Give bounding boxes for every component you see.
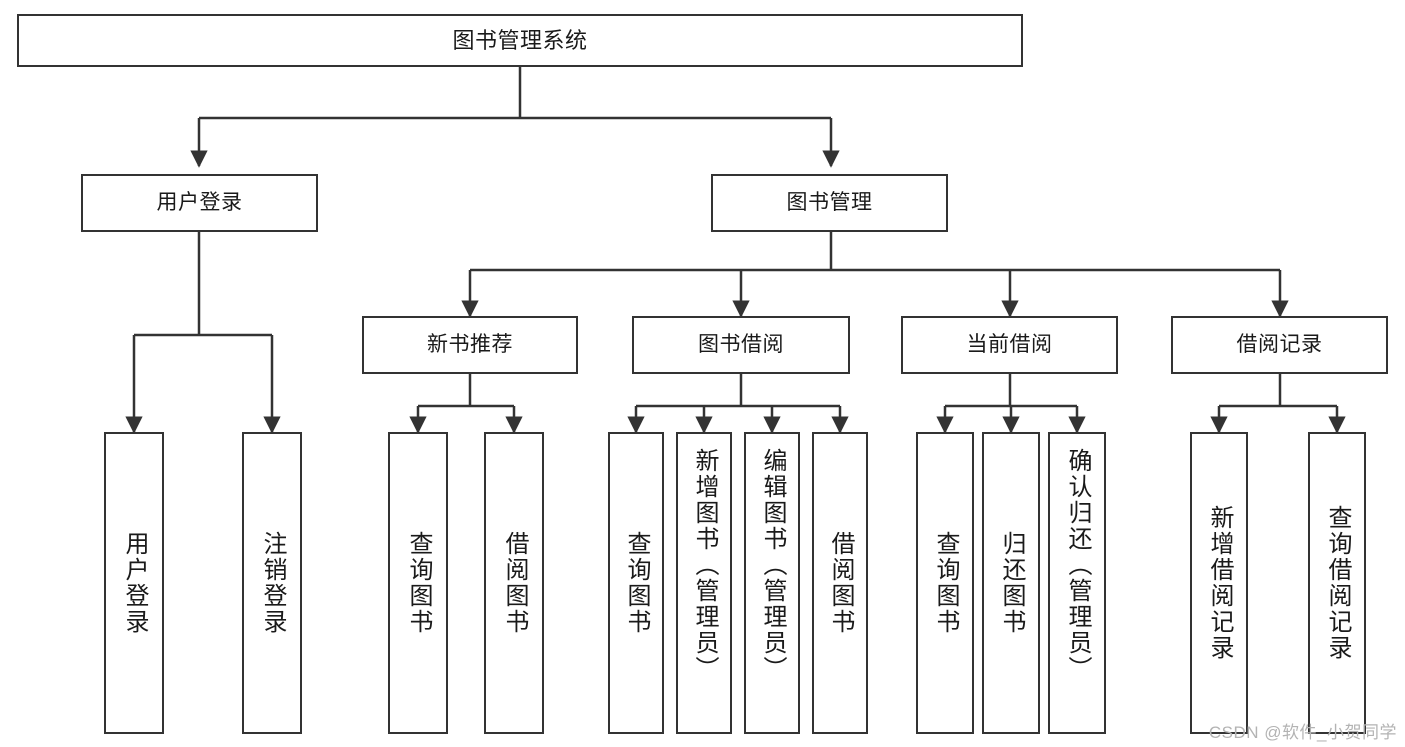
leaf-current-confirm-return-admin[interactable]: 确认归还（管理员） xyxy=(1048,432,1106,734)
leaf-borrow-borrow-book[interactable]: 借阅图书 xyxy=(812,432,868,734)
node-root-system[interactable]: 图书管理系统 xyxy=(17,14,1023,67)
leaf-logout[interactable]: 注销登录 xyxy=(242,432,302,734)
node-label: 用户登录 xyxy=(156,190,243,214)
leaf-current-return-book[interactable]: 归还图书 xyxy=(982,432,1040,734)
node-label: 借阅图书 xyxy=(501,531,528,635)
leaf-record-query-borrow-record[interactable]: 查询借阅记录 xyxy=(1308,432,1366,734)
node-book-management[interactable]: 图书管理 xyxy=(711,174,948,232)
node-label: 当前借阅 xyxy=(966,332,1053,356)
watermark-text: CSDN @软件_小贺同学 xyxy=(1208,723,1397,742)
leaf-new-book-borrow-book[interactable]: 借阅图书 xyxy=(484,432,544,734)
node-user-login[interactable]: 用户登录 xyxy=(81,174,318,232)
node-label: 查询图书 xyxy=(623,531,650,635)
node-label: 新增借阅记录 xyxy=(1206,505,1233,661)
node-label: 借阅图书 xyxy=(827,531,854,635)
node-label: 注销登录 xyxy=(259,531,286,635)
node-borrow-record[interactable]: 借阅记录 xyxy=(1171,316,1388,374)
leaf-borrow-query-book[interactable]: 查询图书 xyxy=(608,432,664,734)
node-label: 借阅记录 xyxy=(1236,332,1323,356)
node-label: 查询图书 xyxy=(405,531,432,635)
node-label: 新书推荐 xyxy=(427,332,513,356)
node-label: 新增图书（管理员） xyxy=(691,448,718,682)
leaf-new-book-query-book[interactable]: 查询图书 xyxy=(388,432,448,734)
leaf-borrow-add-book-admin[interactable]: 新增图书（管理员） xyxy=(676,432,732,734)
leaf-current-query-book[interactable]: 查询图书 xyxy=(916,432,974,734)
leaf-user-login[interactable]: 用户登录 xyxy=(104,432,164,734)
leaf-borrow-edit-book-admin[interactable]: 编辑图书（管理员） xyxy=(744,432,800,734)
node-label: 图书管理系统 xyxy=(452,27,588,53)
node-label: 图书借阅 xyxy=(698,332,784,356)
node-book-borrow[interactable]: 图书借阅 xyxy=(632,316,850,374)
node-label: 查询借阅记录 xyxy=(1324,505,1351,661)
node-label: 编辑图书（管理员） xyxy=(759,448,786,682)
leaf-record-add-borrow-record[interactable]: 新增借阅记录 xyxy=(1190,432,1248,734)
node-new-book-recommend[interactable]: 新书推荐 xyxy=(362,316,578,374)
node-label: 查询图书 xyxy=(932,531,959,635)
node-current-borrow[interactable]: 当前借阅 xyxy=(901,316,1118,374)
node-label: 用户登录 xyxy=(121,531,148,635)
node-label: 归还图书 xyxy=(998,531,1025,635)
node-label: 图书管理 xyxy=(786,190,873,214)
node-label: 确认归还（管理员） xyxy=(1064,448,1091,682)
